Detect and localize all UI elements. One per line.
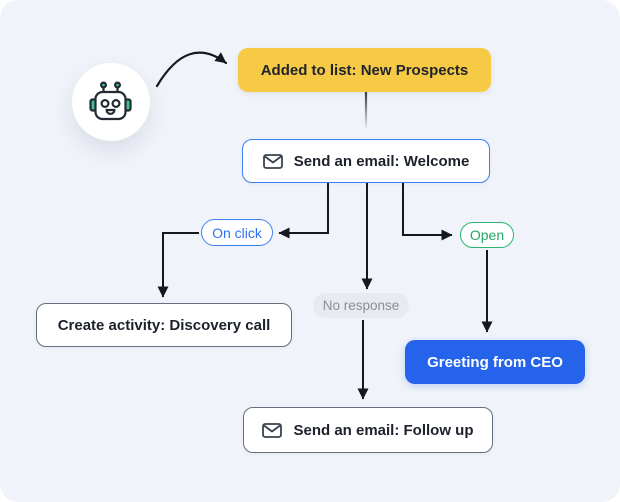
condition-no-response[interactable]: No response — [313, 293, 409, 318]
node-greeting-from-ceo[interactable]: Greeting from CEO — [405, 340, 585, 384]
node-create-activity[interactable]: Create activity: Discovery call — [36, 303, 292, 347]
condition-on-click[interactable]: On click — [201, 219, 273, 246]
condition-on-click-label: On click — [212, 224, 262, 241]
condition-open[interactable]: Open — [460, 222, 514, 248]
envelope-icon — [262, 422, 283, 438]
robot-avatar — [72, 63, 150, 141]
curved-arrow-icon — [155, 51, 228, 88]
envelope-icon — [262, 153, 283, 169]
condition-open-label: Open — [469, 227, 505, 243]
node-greeting-from-ceo-label: Greeting from CEO — [427, 353, 563, 371]
node-trigger-added-to-list[interactable]: Added to list: New Prospects — [238, 48, 491, 92]
node-create-activity-label: Create activity: Discovery call — [57, 316, 271, 334]
condition-no-response-label: No response — [322, 298, 400, 313]
node-send-email-welcome[interactable]: Send an email: Welcome — [242, 139, 490, 183]
node-send-email-followup[interactable]: Send an email: Follow up — [243, 407, 493, 453]
robot-avatar-icon — [89, 81, 132, 121]
node-trigger-label: Added to list: New Prospects — [260, 61, 469, 79]
node-send-email-followup-label: Send an email: Follow up — [293, 421, 474, 439]
node-send-email-welcome-label: Send an email: Welcome — [293, 152, 470, 170]
